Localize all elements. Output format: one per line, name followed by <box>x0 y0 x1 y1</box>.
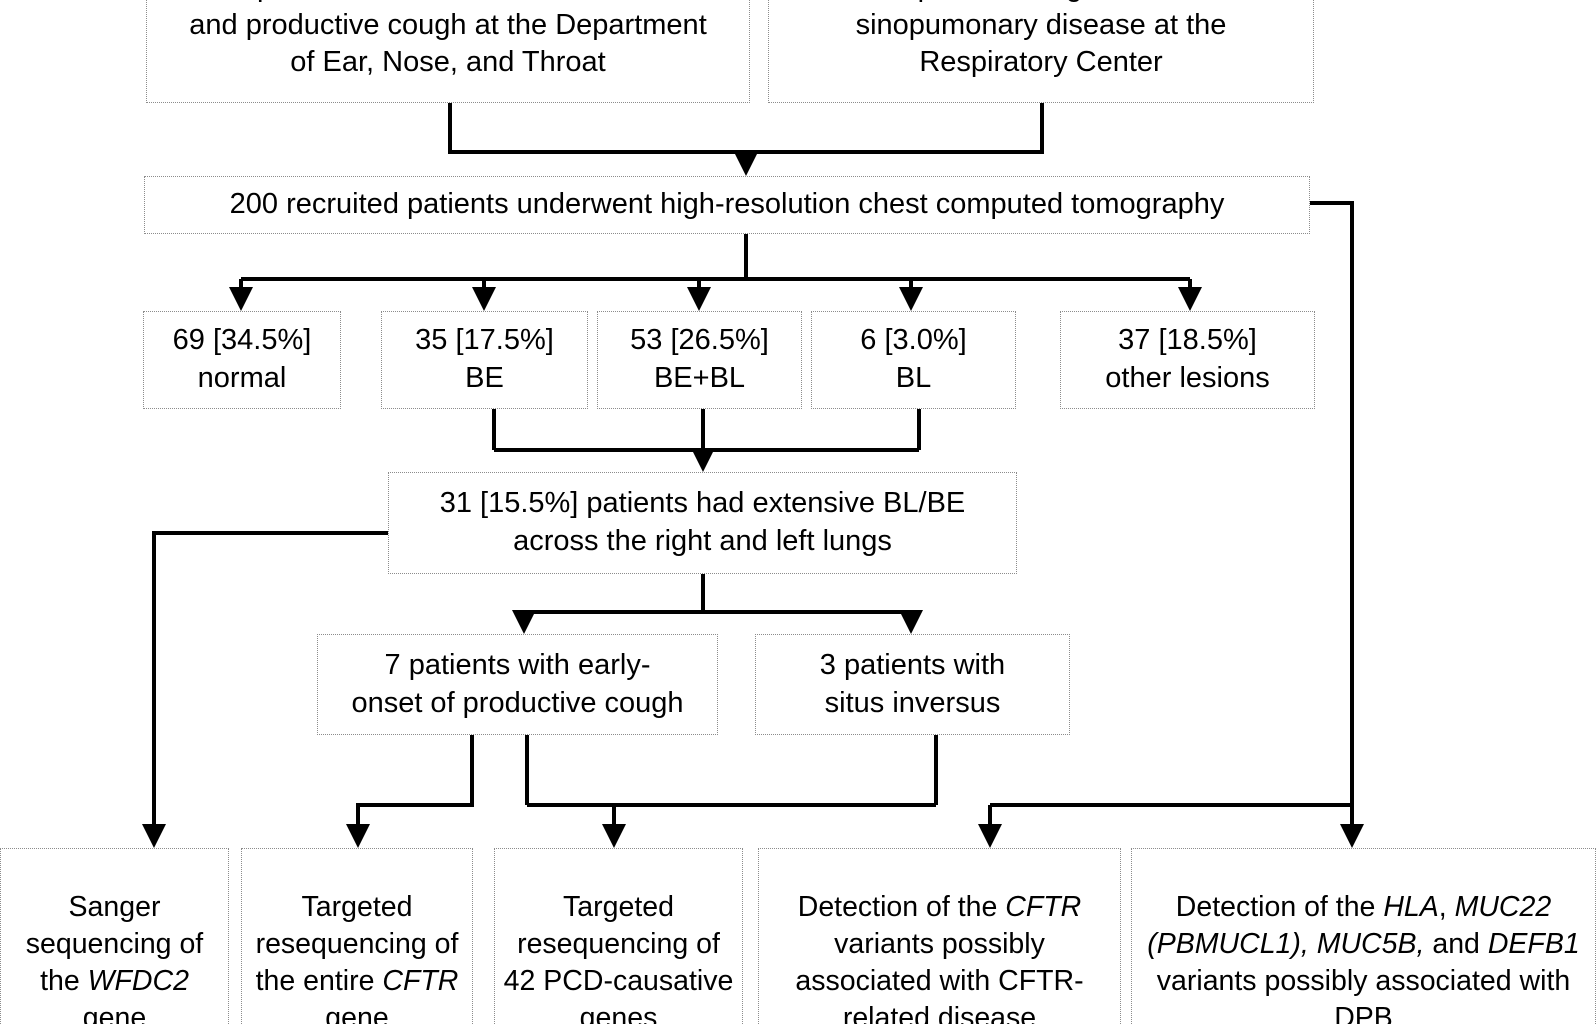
node-assay-sanger-wfdc2[interactable]: Sanger sequencing of the WFDC2 gene <box>0 848 229 1024</box>
node-source-ent[interactable]: 100 patients with chronic rhinosinusitis… <box>146 0 750 103</box>
arrowhead-to-other-lesions <box>1178 287 1202 311</box>
arrowhead-to-extensive <box>691 448 715 472</box>
node-result-be-bl[interactable]: 53 [26.5%] BE+BL <box>597 311 802 409</box>
node-recruited-hrct[interactable]: 200 recruited patients underwent high-re… <box>144 176 1310 234</box>
node-assay-resequencing-cftr[interactable]: Targeted resequencing of the entire CFTR… <box>241 848 473 1024</box>
node-extensive-bl-be[interactable]: 31 [15.5%] patients had extensive BL/BE … <box>388 472 1017 574</box>
node-result-be-bl-text: 53 [26.5%] BE+BL <box>630 324 769 394</box>
connector-sources-merge <box>448 103 1044 154</box>
arrowhead-to-be <box>472 287 496 311</box>
arrowhead-to-dpb <box>1340 824 1364 848</box>
arrowhead-to-situs <box>899 610 923 634</box>
node-assay-detect-cftr-variants[interactable]: Detection of the CFTR variants possibly … <box>758 848 1121 1024</box>
node-assay-resequencing-pcd-text: Targeted resequencing of 42 PCD-causativ… <box>503 890 734 1024</box>
connector-early-left <box>356 735 474 830</box>
arrowhead-to-bl <box>899 287 923 311</box>
node-result-be[interactable]: 35 [17.5%] BE <box>381 311 588 409</box>
node-recruited-hrct-text: 200 recruited patients underwent high-re… <box>229 188 1225 221</box>
node-result-other-lesions-text: 37 [18.5%] other lesions <box>1105 324 1270 394</box>
node-assay-resequencing-pcd[interactable]: Targeted resequencing of 42 PCD-causativ… <box>494 848 743 1024</box>
node-assay-detect-dpb-variants-text: Detection of the HLA, MUC22 (PBMUCL1), M… <box>1147 890 1580 1024</box>
node-source-ent-text: 100 patients with chronic rhinosinusitis… <box>189 0 707 79</box>
node-extensive-bl-be-text: 31 [15.5%] patients had extensive BL/BE … <box>439 487 966 557</box>
node-result-other-lesions[interactable]: 37 [18.5%] other lesions <box>1060 311 1315 409</box>
node-source-respiratory-text: 100 patients diagnosed with sinopumonary… <box>855 0 1227 79</box>
connector-recruited-right <box>1310 201 1354 830</box>
node-early-onset-cough[interactable]: 7 patients with early- onset of producti… <box>317 634 718 735</box>
node-situs-inversus-text: 3 patients with situs inversus <box>819 648 1006 719</box>
node-early-onset-cough-text: 7 patients with early- onset of producti… <box>351 648 684 719</box>
node-assay-detect-dpb-variants[interactable]: Detection of the HLA, MUC22 (PBMUCL1), M… <box>1131 848 1596 1024</box>
arrowhead-to-sanger <box>142 824 166 848</box>
arrowhead-to-cftr-gene <box>346 824 370 848</box>
arrowhead-to-early-onset <box>512 610 536 634</box>
arrowhead-to-pcd-genes <box>602 824 626 848</box>
node-situs-inversus[interactable]: 3 patients with situs inversus <box>755 634 1070 735</box>
node-assay-detect-cftr-variants-text: Detection of the CFTR variants possibly … <box>795 890 1084 1024</box>
node-result-be-text: 35 [17.5%] BE <box>415 324 554 394</box>
arrowhead-to-recruited <box>734 152 758 176</box>
arrowhead-to-be-bl <box>687 287 711 311</box>
arrowhead-to-cftr-variants <box>978 824 1002 848</box>
node-result-bl[interactable]: 6 [3.0%] BL <box>811 311 1016 409</box>
node-assay-resequencing-cftr-text: Targeted resequencing of the entire CFTR… <box>255 890 459 1024</box>
node-result-normal-text: 69 [34.5%] normal <box>172 324 312 394</box>
node-result-normal[interactable]: 69 [34.5%] normal <box>143 311 341 409</box>
node-source-respiratory[interactable]: 100 patients diagnosed with sinopumonary… <box>768 0 1314 103</box>
arrowhead-to-normal <box>229 287 253 311</box>
node-result-bl-text: 6 [3.0%] BL <box>860 324 967 394</box>
node-assay-sanger-wfdc2-text: Sanger sequencing of the WFDC2 gene <box>25 890 204 1024</box>
